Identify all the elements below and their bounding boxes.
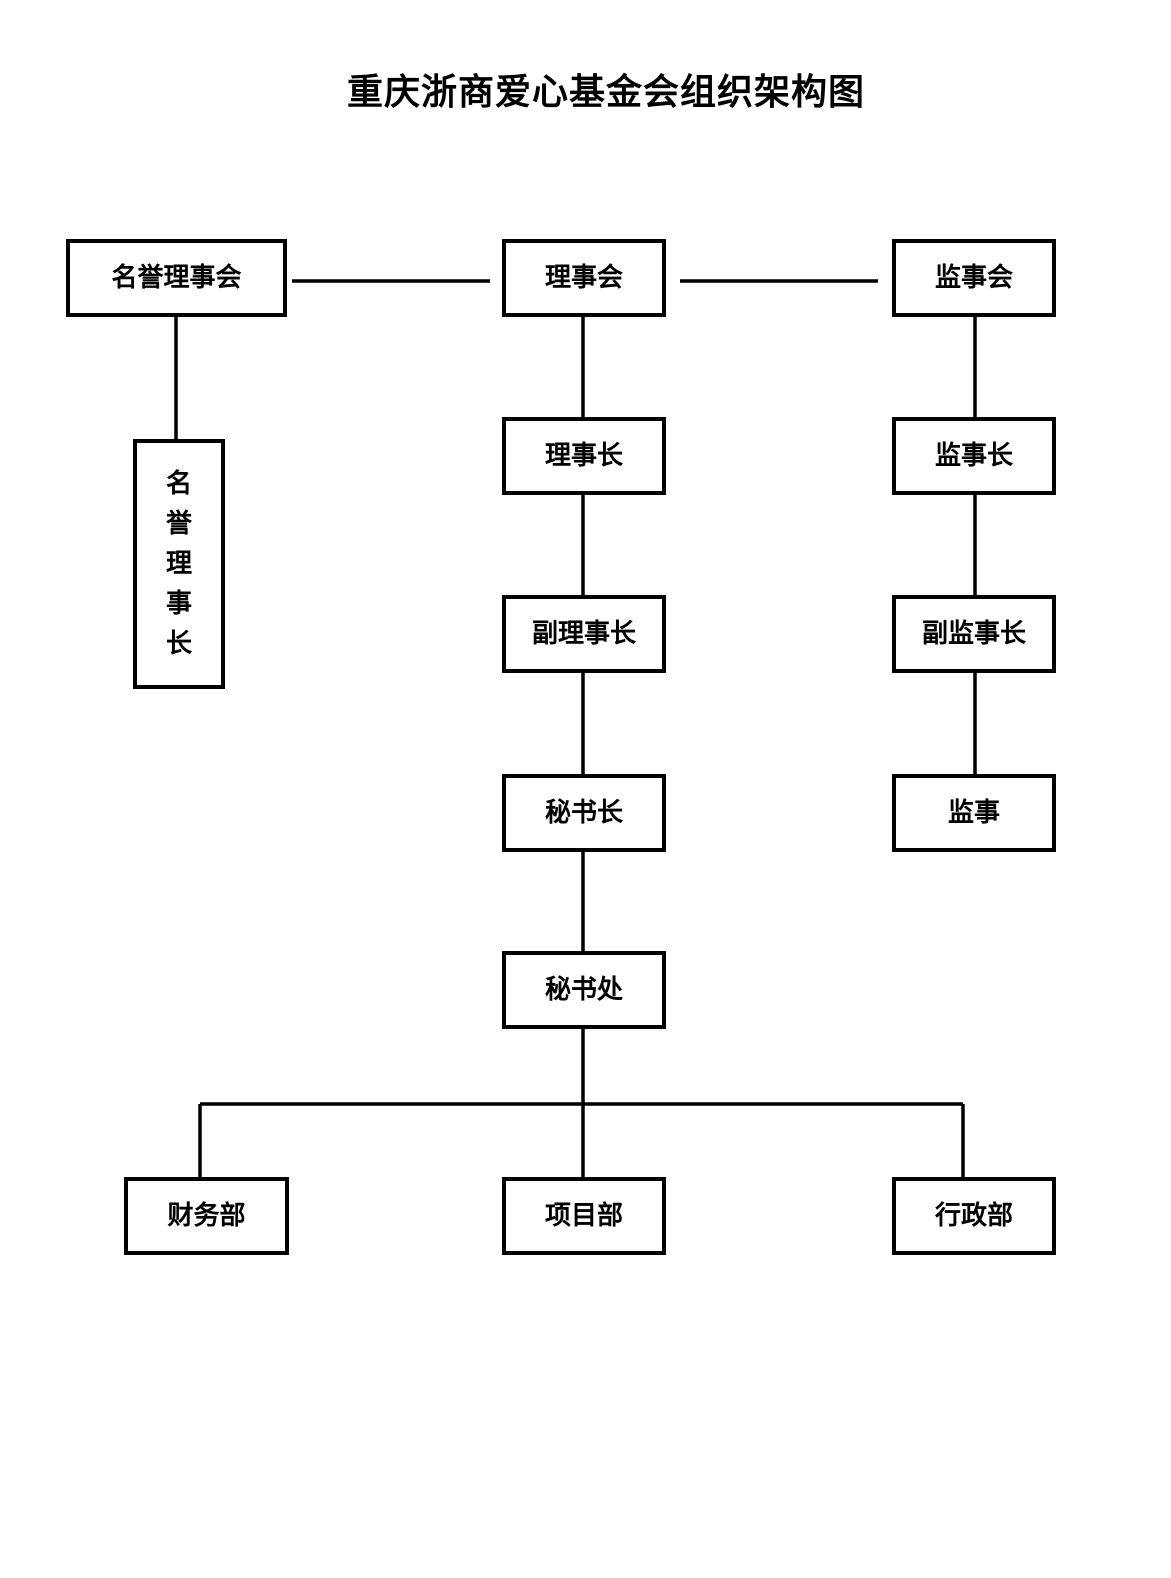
- honorary-council-label: 名誉理事会: [111, 263, 242, 293]
- vice-chairman-label: 副理事长: [531, 619, 636, 649]
- finance-dept-label: 财务部: [167, 1201, 246, 1231]
- honorary-chairman-char: 长: [165, 629, 192, 659]
- council-label: 理事会: [544, 263, 623, 293]
- secretary-general-label: 秘书长: [544, 798, 623, 828]
- honorary-chairman-char: 事: [165, 589, 192, 619]
- chairman-box: 理事长: [502, 417, 666, 495]
- vice-chief-supervisor-box: 副监事长: [892, 595, 1056, 673]
- chairman-label: 理事长: [544, 441, 623, 471]
- secretariat-box: 秘书处: [502, 951, 666, 1029]
- admin-dept-box: 行政部: [892, 1177, 1056, 1255]
- honorary-chairman-char: 誉: [165, 509, 192, 539]
- honorary-chairman-char: 名: [165, 469, 192, 499]
- vice-chairman-box: 副理事长: [502, 595, 666, 673]
- council-box: 理事会: [502, 239, 666, 317]
- honorary-chairman-box: 名 誉 理 事 长: [133, 439, 225, 689]
- vice-chief-supervisor-label: 副监事长: [921, 619, 1026, 649]
- admin-dept-label: 行政部: [934, 1201, 1013, 1231]
- secretary-general-box: 秘书长: [502, 774, 666, 852]
- honorary-chairman-char: 理: [165, 549, 192, 579]
- supervisory-board-box: 监事会: [892, 239, 1056, 317]
- honorary-council-box: 名誉理事会: [66, 239, 287, 317]
- project-dept-label: 项目部: [544, 1201, 623, 1231]
- secretariat-label: 秘书处: [544, 975, 623, 1005]
- supervisor-box: 监事: [892, 774, 1056, 852]
- chief-supervisor-box: 监事长: [892, 417, 1056, 495]
- chief-supervisor-label: 监事长: [934, 441, 1013, 471]
- project-dept-box: 项目部: [502, 1177, 666, 1255]
- finance-dept-box: 财务部: [124, 1177, 289, 1255]
- supervisory-board-label: 监事会: [934, 263, 1013, 293]
- supervisor-label: 监事: [947, 798, 1000, 828]
- chart-title: 重庆浙商爱心基金会组织架构图: [346, 72, 865, 113]
